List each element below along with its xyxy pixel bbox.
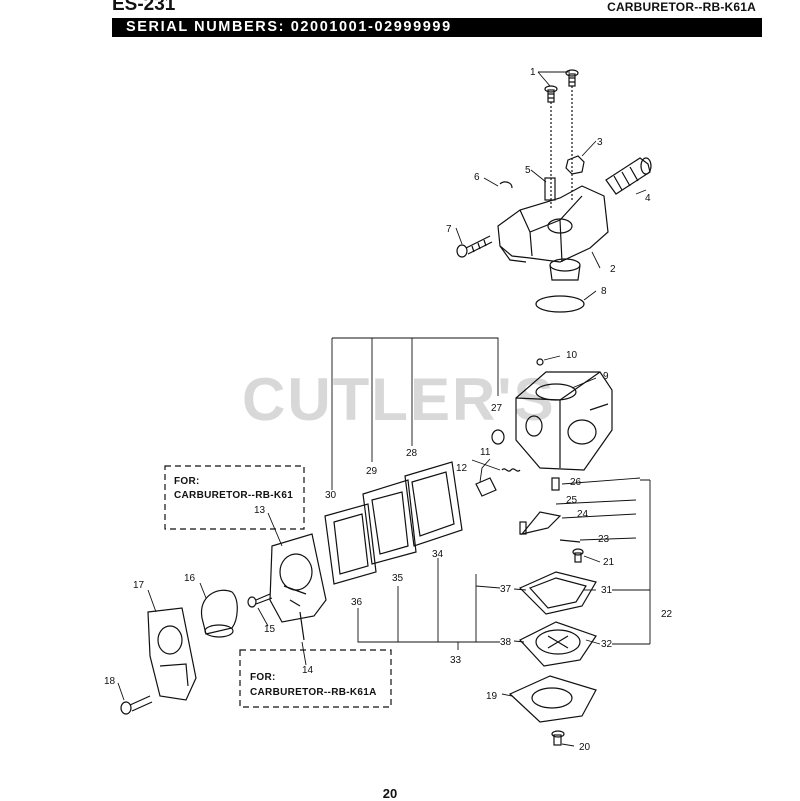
callout-15: 15 bbox=[264, 624, 276, 635]
note-k61a-line1: FOR: bbox=[250, 672, 276, 683]
lever-part-24 bbox=[520, 511, 562, 535]
callout-34: 34 bbox=[432, 549, 444, 560]
callout-3: 3 bbox=[597, 137, 603, 148]
note-box-k61a bbox=[239, 649, 392, 708]
pin-part-5 bbox=[544, 177, 556, 201]
callout-1: 1 bbox=[530, 67, 536, 78]
screw-part-20 bbox=[551, 730, 565, 746]
callout-23: 23 bbox=[598, 534, 610, 545]
note-k61-line1: FOR: bbox=[174, 476, 200, 487]
screw-part-21 bbox=[572, 548, 584, 563]
cover-part-19 bbox=[508, 675, 597, 723]
callout-12: 12 bbox=[456, 463, 468, 474]
callout-21: 21 bbox=[603, 557, 615, 568]
callout-33: 33 bbox=[450, 655, 462, 666]
plug-part-10 bbox=[536, 358, 544, 366]
gasket-part-28 bbox=[404, 461, 463, 547]
needle-part-12 bbox=[475, 477, 497, 497]
callout-35: 35 bbox=[392, 573, 404, 584]
callout-11: 11 bbox=[480, 447, 491, 458]
callout-10: 10 bbox=[566, 350, 578, 361]
callout-27: 27 bbox=[491, 403, 503, 414]
model-number: ES-231 bbox=[112, 0, 176, 15]
valve-part-26 bbox=[551, 477, 560, 491]
callout-6: 6 bbox=[474, 172, 480, 183]
parts-drawing bbox=[120, 69, 652, 746]
callout-29: 29 bbox=[366, 466, 378, 477]
screw-part-15 bbox=[247, 593, 273, 608]
callout-9: 9 bbox=[603, 371, 609, 382]
callout-32: 32 bbox=[601, 639, 613, 650]
callout-19: 19 bbox=[486, 691, 498, 702]
callout-17: 17 bbox=[133, 580, 145, 591]
callout-31: 31 bbox=[601, 585, 613, 596]
section-title: CARBURETOR--RB-K61A bbox=[607, 0, 756, 14]
spring-part-11 bbox=[501, 468, 521, 472]
callout-20: 20 bbox=[579, 742, 591, 753]
callout-4: 4 bbox=[645, 193, 651, 204]
callout-30: 30 bbox=[325, 490, 337, 501]
callout-7: 7 bbox=[446, 224, 452, 235]
callout-numbers: 1 2 3 4 5 6 7 8 9 10 11 12 13 14 15 16 1… bbox=[104, 67, 673, 753]
callout-22: 22 bbox=[661, 609, 673, 620]
stem-part-14 bbox=[299, 611, 305, 641]
carburetor-body-part-9 bbox=[515, 371, 613, 471]
callout-24: 24 bbox=[577, 509, 589, 520]
callout-26: 26 bbox=[570, 477, 582, 488]
nut-part-3 bbox=[565, 155, 585, 175]
diaphragm-part-32 bbox=[519, 621, 597, 667]
clip-part-6 bbox=[499, 181, 513, 189]
callout-14: 14 bbox=[302, 665, 314, 676]
watermark: CUTLER'S bbox=[242, 366, 556, 433]
screw-part-18 bbox=[120, 695, 153, 715]
page-number: 20 bbox=[382, 786, 398, 801]
callout-38: 38 bbox=[500, 637, 512, 648]
needle-part-25 bbox=[519, 521, 527, 535]
pin-part-23 bbox=[559, 539, 581, 543]
callout-36: 36 bbox=[351, 597, 363, 608]
o-ring-part-8 bbox=[535, 295, 585, 313]
primer-bulb-part-16 bbox=[200, 589, 238, 638]
note-k61-line2: CARBURETOR--RB-K61 bbox=[174, 490, 293, 501]
callout-18: 18 bbox=[104, 676, 116, 687]
leader-lines bbox=[117, 71, 651, 747]
cap-part-27 bbox=[491, 429, 505, 445]
gasket-part-31 bbox=[518, 571, 597, 615]
callout-13: 13 bbox=[254, 505, 266, 516]
gasket-part-30 bbox=[324, 503, 377, 585]
diaphragm-part-29 bbox=[362, 479, 417, 565]
screw-part-7 bbox=[456, 235, 493, 258]
housing-part-2 bbox=[497, 185, 609, 281]
note-k61a-line2: CARBURETOR--RB-K61A bbox=[250, 687, 377, 698]
fitting-part-4 bbox=[605, 157, 652, 195]
plate-part-17 bbox=[147, 607, 197, 701]
serial-numbers-bar: SERIAL NUMBERS: 02001001-02999999 bbox=[112, 18, 762, 37]
callout-37: 37 bbox=[500, 584, 512, 595]
screw-part-1a bbox=[544, 85, 558, 103]
callout-25: 25 bbox=[566, 495, 578, 506]
callout-2: 2 bbox=[610, 264, 616, 275]
callout-5: 5 bbox=[525, 165, 531, 176]
callout-28: 28 bbox=[406, 448, 418, 459]
callout-8: 8 bbox=[601, 286, 607, 297]
callout-16: 16 bbox=[184, 573, 196, 584]
pump-cover-part-13 bbox=[269, 533, 327, 623]
note-box-k61 bbox=[164, 465, 305, 530]
